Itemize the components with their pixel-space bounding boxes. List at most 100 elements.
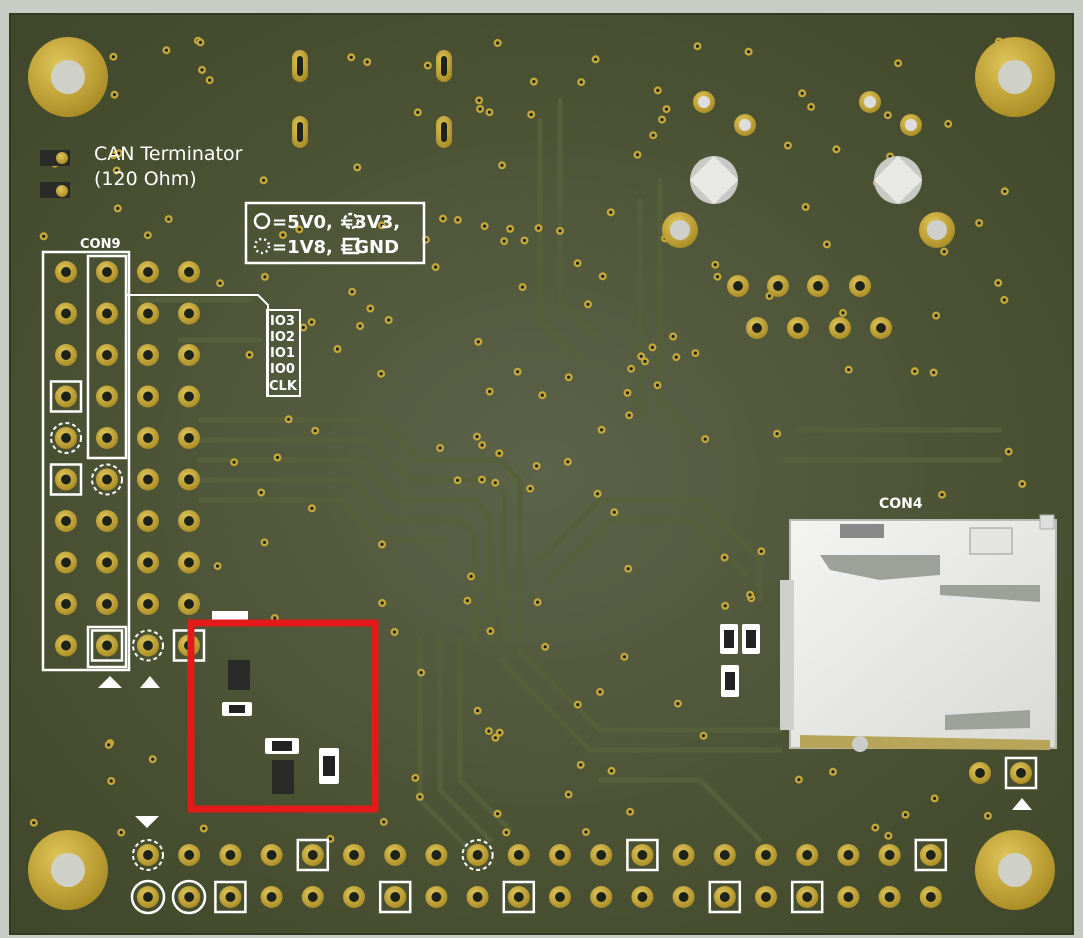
via	[485, 387, 494, 396]
pad	[425, 886, 448, 908]
pad	[969, 762, 991, 784]
pad	[914, 838, 948, 872]
mounting-hole	[28, 830, 108, 910]
via	[662, 105, 671, 114]
via	[495, 449, 504, 458]
pad	[590, 886, 613, 908]
pad	[137, 344, 159, 366]
via	[713, 272, 722, 281]
pad	[260, 886, 283, 908]
via	[307, 504, 316, 513]
via	[844, 365, 853, 374]
via	[411, 773, 420, 782]
via	[107, 777, 116, 785]
pad	[49, 380, 83, 413]
con9-header	[49, 261, 206, 662]
via	[109, 151, 118, 160]
via	[744, 47, 753, 56]
via	[196, 38, 205, 47]
via	[436, 444, 445, 452]
pad	[55, 510, 77, 532]
can-terminator-label: CAN Terminator	[94, 143, 243, 165]
pad	[870, 317, 892, 339]
via	[390, 628, 399, 636]
via	[633, 150, 642, 159]
via	[260, 272, 269, 281]
pad	[672, 844, 695, 866]
via	[822, 240, 831, 249]
pad	[178, 302, 200, 325]
via	[832, 145, 841, 154]
via	[591, 55, 600, 64]
via	[198, 65, 206, 74]
via	[564, 790, 573, 799]
can-terminator-value: (120 Ohm)	[94, 168, 197, 190]
via	[625, 411, 634, 420]
via	[230, 458, 239, 467]
via	[649, 131, 658, 140]
via	[415, 792, 424, 801]
pad	[178, 385, 200, 408]
mounting-holes	[28, 37, 1055, 910]
pad	[708, 880, 742, 914]
via	[491, 478, 500, 487]
pad	[137, 886, 159, 908]
pad	[461, 839, 494, 871]
via	[598, 272, 607, 281]
via	[658, 115, 666, 124]
via	[884, 831, 893, 840]
pad	[96, 261, 118, 283]
pad	[549, 886, 571, 908]
via	[577, 78, 586, 87]
via	[486, 627, 495, 636]
pad	[137, 551, 159, 574]
pad	[727, 275, 749, 297]
via	[260, 538, 269, 547]
via	[423, 61, 432, 70]
via	[257, 488, 266, 497]
pad	[260, 844, 283, 866]
via	[944, 119, 953, 128]
io-label-0: IO3	[270, 314, 295, 329]
io-label-1: IO2	[270, 330, 295, 345]
pad	[1004, 756, 1038, 790]
via	[607, 766, 616, 775]
via	[463, 596, 472, 605]
via	[348, 287, 357, 296]
via	[883, 111, 892, 120]
pad	[378, 880, 412, 914]
pad	[425, 844, 448, 866]
legend-line-2: =1V8, =GND	[272, 237, 399, 258]
via	[520, 236, 529, 245]
via	[500, 237, 509, 246]
pad	[502, 880, 536, 914]
pad	[214, 880, 247, 914]
mounting-hole	[28, 37, 108, 117]
via	[910, 367, 919, 376]
via	[493, 39, 502, 47]
pad	[755, 886, 777, 908]
via	[474, 337, 483, 346]
via	[1018, 479, 1027, 488]
via	[757, 547, 766, 556]
pad	[90, 629, 124, 662]
via	[626, 807, 635, 816]
pad	[55, 593, 77, 615]
via	[534, 224, 543, 233]
via	[720, 553, 729, 562]
via	[467, 572, 476, 581]
via	[894, 59, 903, 68]
via	[366, 304, 375, 313]
via	[109, 52, 118, 61]
pad	[919, 886, 942, 908]
via	[527, 110, 536, 119]
via	[526, 484, 535, 493]
mounting-hole	[975, 830, 1055, 910]
via	[498, 161, 506, 170]
io-label-3: IO0	[270, 362, 295, 377]
pad	[137, 261, 159, 283]
via	[478, 475, 486, 484]
via	[533, 598, 542, 607]
pad	[178, 468, 200, 491]
